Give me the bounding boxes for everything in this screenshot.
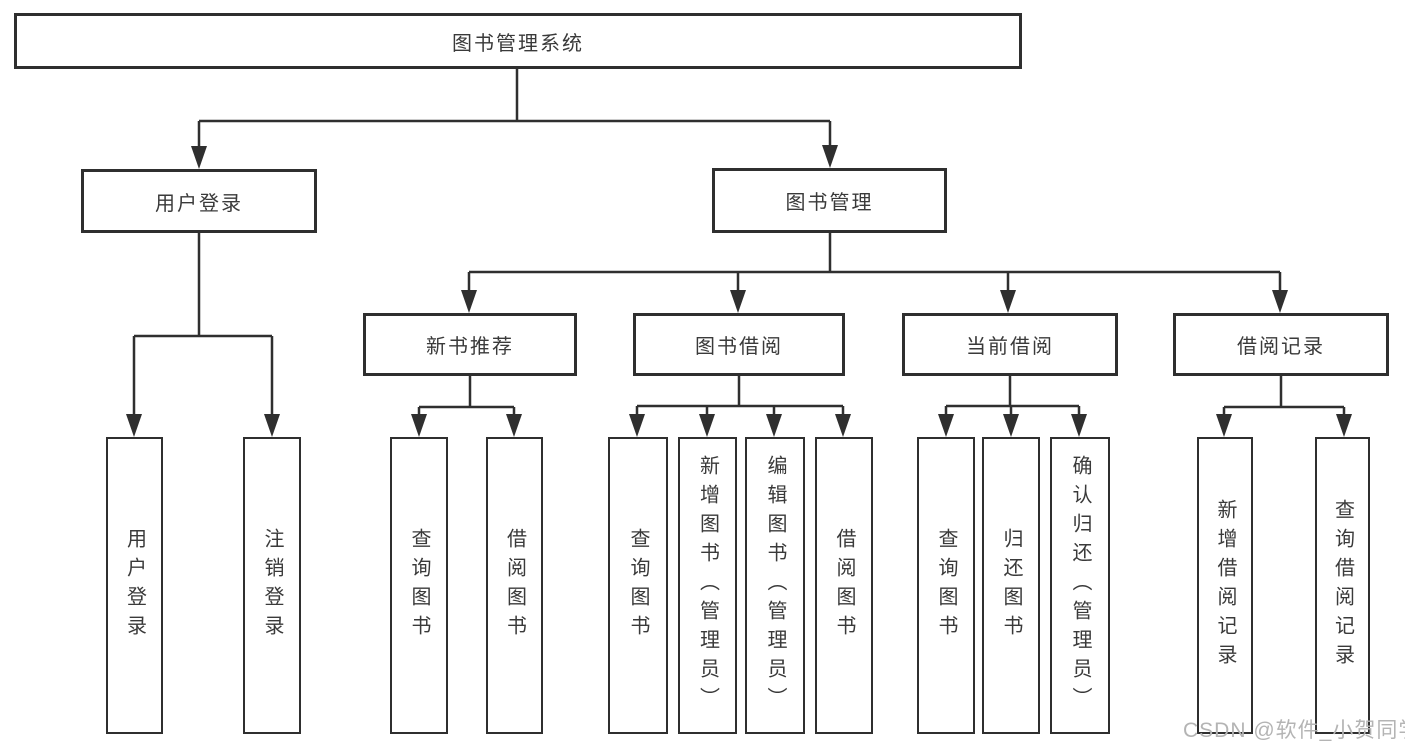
leaf-query-books: 查询图书 bbox=[390, 437, 448, 734]
leaf-confirm-return-admin: 确认归还（管理员） bbox=[1050, 437, 1110, 734]
connector-root bbox=[197, 69, 832, 150]
connector-book-borrow bbox=[635, 376, 845, 418]
leaf-add-borrow-record: 新增借阅记录 bbox=[1197, 437, 1253, 734]
leaf-add-books-admin: 新增图书（管理员） bbox=[678, 437, 737, 734]
csdn-watermark: CSDN @软件_小贺同学 bbox=[1183, 719, 1405, 742]
node-label: 用户登录 bbox=[155, 192, 243, 215]
node-book-management: 图书管理 bbox=[712, 168, 947, 233]
node-label: 借阅记录 bbox=[1237, 336, 1325, 358]
node-label: 用户登录 bbox=[123, 527, 146, 644]
node-label: 编辑图书（管理员） bbox=[764, 455, 786, 716]
node-new-book-recommend: 新书推荐 bbox=[363, 313, 577, 376]
leaf-borrow-books: 借阅图书 bbox=[815, 437, 873, 734]
node-root-system: 图书管理系统 bbox=[14, 13, 1022, 69]
node-user-login: 用户登录 bbox=[81, 169, 317, 233]
node-label: 图书借阅 bbox=[695, 336, 783, 358]
connector-new-book bbox=[417, 376, 516, 418]
leaf-return-books: 归还图书 bbox=[982, 437, 1040, 734]
node-label: 借阅图书 bbox=[503, 527, 526, 644]
leaf-borrow-books: 借阅图书 bbox=[486, 437, 543, 734]
node-label: 新增借阅记录 bbox=[1214, 498, 1236, 673]
node-label: 新书推荐 bbox=[426, 336, 514, 358]
node-label: 确认归还（管理员） bbox=[1069, 455, 1091, 716]
connector-user-login bbox=[132, 233, 274, 418]
node-label: 查询图书 bbox=[408, 527, 430, 644]
node-label: 图书管理 bbox=[785, 192, 874, 214]
node-label: 新增图书（管理员） bbox=[696, 455, 719, 716]
node-label: 查询图书 bbox=[627, 527, 649, 644]
node-label: 查询借阅记录 bbox=[1331, 498, 1354, 673]
leaf-edit-books-admin: 编辑图书（管理员） bbox=[745, 437, 805, 734]
connector-current-borrow bbox=[944, 376, 1081, 418]
leaf-query-borrow-record: 查询借阅记录 bbox=[1315, 437, 1370, 734]
leaf-user-login: 用户登录 bbox=[106, 437, 163, 734]
node-label: 借阅图书 bbox=[833, 527, 855, 644]
leaf-query-books: 查询图书 bbox=[917, 437, 975, 734]
leaf-query-books: 查询图书 bbox=[608, 437, 668, 734]
node-current-borrowing: 当前借阅 bbox=[902, 313, 1118, 376]
node-label: 当前借阅 bbox=[966, 336, 1054, 358]
node-label: 图书管理系统 bbox=[452, 32, 584, 55]
connector-borrow-record bbox=[1222, 376, 1346, 418]
node-label: 注销登录 bbox=[261, 527, 283, 644]
node-label: 归还图书 bbox=[1000, 527, 1022, 644]
node-book-borrowing: 图书借阅 bbox=[633, 313, 845, 376]
connector-book-mgmt bbox=[467, 233, 1282, 294]
node-label: 查询图书 bbox=[935, 527, 957, 644]
node-borrow-records: 借阅记录 bbox=[1173, 313, 1389, 376]
leaf-logout: 注销登录 bbox=[243, 437, 301, 734]
